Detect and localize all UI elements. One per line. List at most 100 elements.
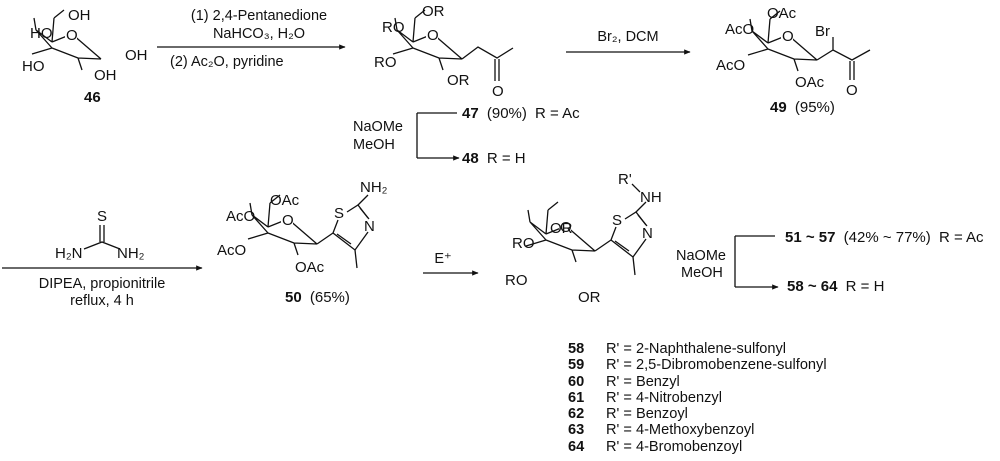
nh-group: NH xyxy=(640,189,662,206)
ring-oxygen-bg xyxy=(281,212,293,226)
ring-bonds xyxy=(525,201,596,263)
c4-group: HO xyxy=(30,25,53,42)
c6-group: OR xyxy=(422,3,445,20)
c1-group: OH xyxy=(125,47,148,64)
c2-group: OAc xyxy=(295,259,325,276)
substituent-text: R' = 4-Bromobenzoyl xyxy=(606,438,743,455)
ring-bonds xyxy=(747,10,818,72)
nh-rprime-bond xyxy=(631,183,641,193)
rprime-group: R' xyxy=(618,171,632,188)
step1-arrow-group: (1) 2,4-Pentanedione NaHCO₃, H₂O (2) Ac₂… xyxy=(157,8,346,70)
bromoketone-chain xyxy=(816,37,871,61)
thiazole-ring: S N NH₂ xyxy=(332,179,388,269)
list-item: 60 R' = Benzyl xyxy=(568,374,827,390)
thiazole-s: S xyxy=(612,212,622,229)
c6-group: OAc xyxy=(270,192,300,209)
compound-58-64-text: 58 ~ 64 R = H xyxy=(787,278,884,295)
thiazole-double-bonds xyxy=(614,214,648,252)
compound-number: 58 xyxy=(568,341,585,357)
thiazole-ring: S N NH R' xyxy=(610,171,662,276)
compound-48-r: R = H xyxy=(487,150,526,167)
carbonyl-bond xyxy=(849,61,855,80)
thiazole-s: S xyxy=(334,205,344,222)
c4-group: RO xyxy=(382,19,405,36)
thiourea-cn-bonds xyxy=(83,241,121,250)
compound-label-58-64: 58 ~ 64 xyxy=(787,278,838,295)
compound-label-51-57: 51 ~ 57 xyxy=(785,229,835,246)
list-item: 58 R' = 2-Naphthalene-sulfonyl xyxy=(568,341,827,357)
substituent-text: R' = 4-Methoxybenzoyl xyxy=(606,422,755,439)
c2-group: OH xyxy=(94,67,117,84)
step1-reagent-1: (1) 2,4-Pentanedione xyxy=(191,8,327,24)
compound-number: 63 xyxy=(568,422,585,439)
compound-49-structure: O O Br OAc AcO AcO OAc 49 (95%) xyxy=(716,5,871,116)
substituent-list: 58 R' = 2-Naphthalene-sulfonyl 59 R' = 2,5… xyxy=(568,341,827,455)
compound-47-yield: (90%) xyxy=(487,105,527,122)
compound-number: 60 xyxy=(568,373,585,390)
compound-label-47: 47 xyxy=(462,105,479,122)
compound-48-text: 48 R = H xyxy=(462,150,526,167)
ring-bonds xyxy=(392,9,463,71)
bracket-line xyxy=(734,235,775,287)
carbonyl-o: O xyxy=(846,82,858,99)
step5-reagent: E⁺ xyxy=(434,251,451,267)
compound-47-48-structure: O O OR RO RO OR xyxy=(374,3,514,100)
substituent-text: R' = Benzyl xyxy=(606,373,680,390)
step5-arrow-group: E⁺ xyxy=(423,251,479,276)
ring-oxygen: O xyxy=(66,27,78,44)
c6-group: OAc xyxy=(767,5,797,22)
step3-arrow-group: Br₂, DCM xyxy=(566,29,691,55)
ring-oxygen-bg xyxy=(781,28,793,42)
substituent-text: R' = 2-Naphthalene-sulfonyl xyxy=(606,341,787,357)
compound-49-text: 49 (95%) xyxy=(770,99,835,116)
propanone-chain xyxy=(461,46,514,60)
c6-group: OH xyxy=(68,7,91,24)
step2-reagent-1: NaOMe xyxy=(353,119,403,135)
c4-group: AcO xyxy=(725,21,754,38)
step4-reagent-2: reflux, 4 h xyxy=(70,293,134,309)
c2-group: OAc xyxy=(795,74,825,91)
step1-reagent-3: (2) Ac₂O, pyridine xyxy=(170,54,284,70)
step1-reagent-2: NaHCO₃, H₂O xyxy=(213,26,305,42)
list-item: 59 R' = 2,5-Dibromobenzene-sulfonyl xyxy=(568,357,827,373)
compound-label-49: 49 xyxy=(770,99,787,116)
carbonyl-o: O xyxy=(492,83,504,100)
c2-group: OR xyxy=(447,72,470,89)
c4-group: RO xyxy=(512,235,535,252)
ring-oxygen-bg xyxy=(559,219,571,233)
ring-bonds xyxy=(247,194,318,256)
compound-number: 62 xyxy=(568,406,585,423)
compound-51-57-r: R = Ac xyxy=(939,229,984,246)
c3-group: AcO xyxy=(716,57,745,74)
substituent-text: R' = 2,5-Dibromobenzene-sulfonyl xyxy=(606,357,827,374)
compound-46-structure: O OH HO HO OH OH 46 xyxy=(22,7,148,106)
list-item: 63 R' = 4-Methoxybenzoyl xyxy=(568,422,827,438)
compound-51-57-yield: (42% ~ 77%) xyxy=(844,229,931,246)
c6-group: OR xyxy=(550,220,573,237)
deprotection-bracket-2: NaOMe MeOH 51 ~ 57 (42% ~ 77%) R = Ac 58… xyxy=(676,229,984,295)
ring-oxygen: O xyxy=(560,219,572,236)
c4-group: AcO xyxy=(226,208,255,225)
c3-group: RO xyxy=(505,272,528,289)
pyranose-ring: O xyxy=(525,201,596,263)
compound-number: 64 xyxy=(568,438,585,455)
c-glycoside-bond xyxy=(316,232,334,245)
compound-number: 59 xyxy=(568,357,585,374)
ring-oxygen: O xyxy=(282,212,294,229)
compound-label-50: 50 xyxy=(285,289,302,306)
list-item: 64 R' = 4-Bromobenzoyl xyxy=(568,439,827,455)
compound-50-yield: (65%) xyxy=(310,289,350,306)
pyranose-ring: O xyxy=(392,9,463,71)
ring-oxygen-bg xyxy=(426,27,438,41)
thiazole-substituent-bonds xyxy=(632,201,647,276)
carbonyl-bond xyxy=(494,59,500,81)
c3-group: HO xyxy=(22,58,45,75)
compound-58-64-r: R = H xyxy=(846,278,885,295)
thiazole-double-bonds xyxy=(336,207,370,245)
compound-label-48: 48 xyxy=(462,150,479,167)
compound-49-yield: (95%) xyxy=(795,99,835,116)
compound-47-text: 47 (90%) R = Ac xyxy=(462,105,580,122)
